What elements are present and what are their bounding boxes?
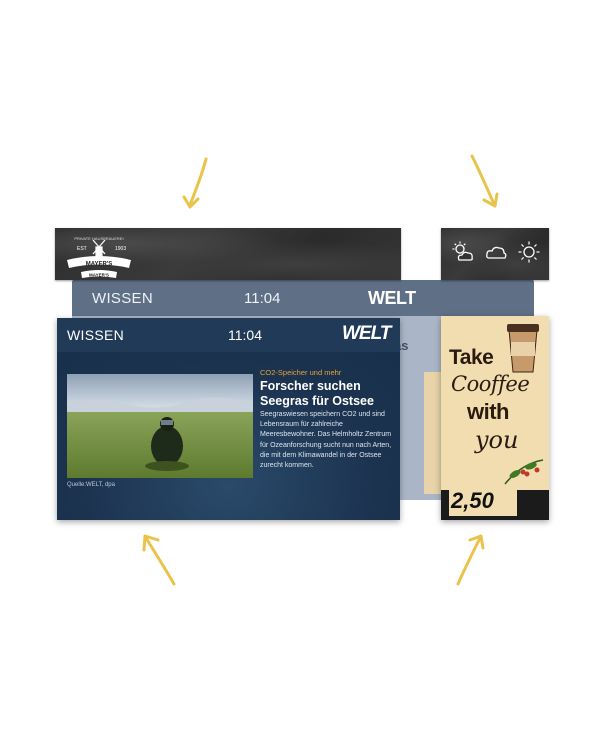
article-body: Seegraswiesen speichern CO2 und sind Leb… <box>260 411 392 470</box>
background-section-label: WISSEN <box>92 290 153 307</box>
diver-seagrass-photo <box>67 374 253 478</box>
coffee-cup-icon <box>507 324 539 373</box>
branding-banner: PRIVATE HAUSBRAUEREI EST 1903 MAYER'S MA… <box>55 228 401 280</box>
ad-line-you: you <box>475 426 519 454</box>
svg-text:PRIVATE HAUSBRAUEREI: PRIVATE HAUSBRAUEREI <box>74 236 123 241</box>
coffee-ad-panel: Take Cooffee with you 2,50 <box>441 316 549 520</box>
ad-line-with: with <box>467 399 510 424</box>
weather-banner <box>441 228 549 280</box>
coffee-plant-icon <box>504 459 544 485</box>
price: 2,50 <box>451 488 494 513</box>
sun-icon <box>518 241 540 263</box>
cloud-icon <box>486 246 507 259</box>
logo-name: MAYER'S <box>86 262 113 268</box>
arrow-bottom-left-icon <box>142 534 176 586</box>
news-header: WISSEN 11:04 WELT <box>57 318 400 352</box>
arrow-top-right-icon <box>470 154 499 208</box>
article-kicker: CO2-Speicher und mehr <box>260 368 342 377</box>
photo-source: Quelle:WELT, dpa <box>67 482 115 488</box>
ad-line-take: Take <box>449 346 494 369</box>
price-plate <box>449 486 517 516</box>
arrow-bottom-right-icon <box>456 534 485 586</box>
section-label: WISSEN <box>67 327 125 343</box>
welt-logo: WELT <box>342 323 391 344</box>
logo-year: 1903 <box>115 246 126 252</box>
background-brand-logo: WELT <box>368 288 416 308</box>
arrow-top-left-icon <box>182 157 208 209</box>
background-header: WISSEN 11:04 WELT <box>72 280 534 316</box>
article-headline: Forscher suchen Seegras für Ostsee <box>260 379 374 408</box>
mayers-logo: PRIVATE HAUSBRAUEREI EST 1903 MAYER'S MA… <box>67 236 131 278</box>
logo-est: EST <box>77 246 87 252</box>
ad-line-coffee: Cooffee <box>451 372 530 396</box>
logo-name-secondary: MAYER'S <box>89 273 109 278</box>
background-time: 11:04 <box>244 290 281 307</box>
sun-cloud-icon <box>452 241 473 261</box>
clock: 11:04 <box>228 327 262 343</box>
news-panel: WISSEN 11:04 WELT Quelle:WELT, dpa CO2-S… <box>57 318 400 520</box>
windmill-icon <box>92 239 106 257</box>
coffee-bean-strip <box>424 372 441 494</box>
news-body: Quelle:WELT, dpa CO2-Speicher und mehr F… <box>57 352 400 520</box>
